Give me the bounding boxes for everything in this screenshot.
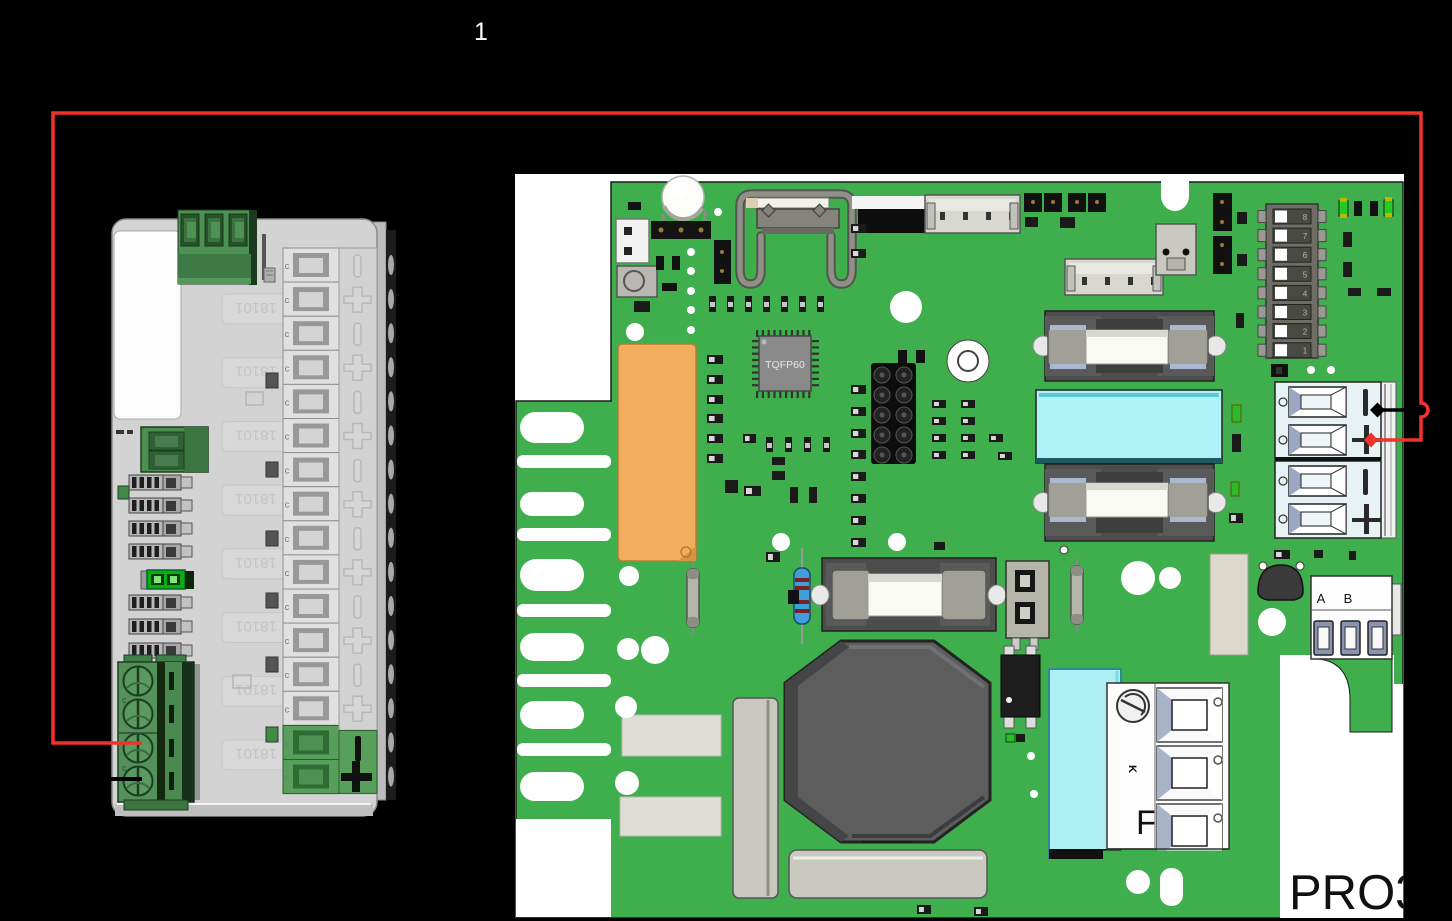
svg-text:c: c	[285, 261, 290, 271]
svg-text:c: c	[285, 738, 290, 748]
svg-text:c: c	[285, 636, 290, 646]
svg-text:18101: 18101	[235, 745, 277, 762]
svg-text:c: c	[285, 329, 290, 339]
svg-text:6: 6	[1303, 251, 1308, 260]
svg-text:PRO3: PRO3	[1289, 866, 1422, 920]
svg-text:K: K	[1126, 765, 1138, 773]
svg-text:7: 7	[1303, 232, 1308, 241]
svg-text:c: c	[285, 432, 290, 442]
svg-text:c: c	[285, 670, 290, 680]
svg-text:2: 2	[1303, 328, 1308, 337]
svg-text:18101: 18101	[235, 618, 277, 635]
svg-text:c: c	[285, 568, 290, 578]
svg-text:c: c	[122, 763, 127, 773]
svg-text:c: c	[285, 363, 290, 373]
svg-text:c: c	[285, 602, 290, 612]
svg-text:3: 3	[1303, 309, 1308, 318]
svg-text:5: 5	[1303, 270, 1308, 279]
svg-text:18101: 18101	[235, 681, 277, 698]
svg-text:18101: 18101	[235, 554, 277, 571]
svg-text:c: c	[122, 695, 127, 705]
svg-text:18101: 18101	[235, 490, 277, 507]
svg-text:c: c	[285, 704, 290, 714]
svg-text:c: c	[285, 534, 290, 544]
svg-text:8: 8	[1303, 213, 1308, 222]
svg-text:18101: 18101	[235, 299, 277, 316]
svg-text:F: F	[1136, 804, 1157, 842]
svg-text:A: A	[1317, 591, 1326, 606]
svg-text:c: c	[285, 466, 290, 476]
svg-text:18101: 18101	[235, 426, 277, 443]
svg-text:1: 1	[474, 18, 488, 46]
svg-text:c: c	[285, 295, 290, 305]
svg-text:B: B	[1344, 591, 1353, 606]
svg-text:TQFP60: TQFP60	[765, 359, 805, 371]
svg-text:1: 1	[1303, 347, 1308, 356]
svg-text:c: c	[285, 500, 290, 510]
svg-text:4: 4	[1303, 289, 1308, 298]
svg-text:c: c	[285, 773, 290, 783]
svg-text:c: c	[285, 397, 290, 407]
